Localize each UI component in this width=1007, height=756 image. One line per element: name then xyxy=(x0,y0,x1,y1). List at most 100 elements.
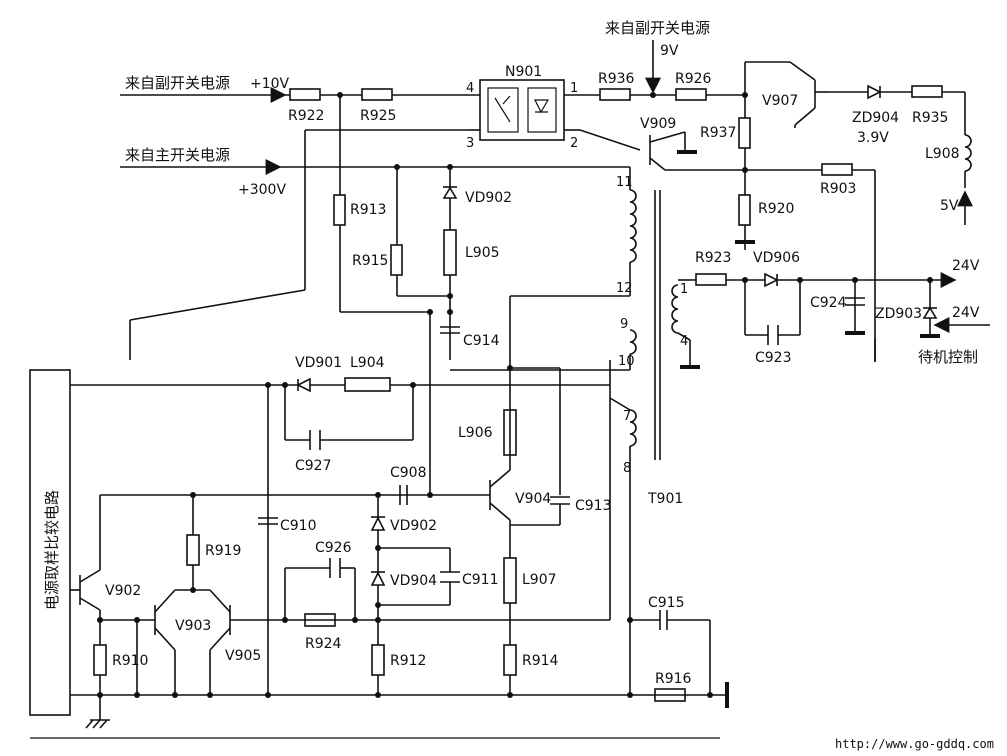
label-R916: R916 xyxy=(655,671,692,687)
label-ZD904: ZD904 xyxy=(852,110,899,126)
label-R926: R926 xyxy=(675,71,712,87)
resistor-R925 xyxy=(361,88,393,101)
top-rail xyxy=(120,87,480,103)
label-R925: R925 xyxy=(360,108,396,124)
label-VD906: VD906 xyxy=(753,250,800,266)
pin-t9: 9 xyxy=(620,317,628,332)
pin-4: 4 xyxy=(466,81,474,96)
label-C911: C911 xyxy=(462,572,499,588)
pin-t10: 10 xyxy=(618,354,635,369)
switch-transistor-area xyxy=(100,367,570,695)
inductor-L905 xyxy=(443,229,457,276)
label-aux-9v: 来自副开关电源 xyxy=(605,19,710,37)
label-10v: +10V xyxy=(250,76,290,92)
lower-diodes xyxy=(284,495,460,695)
label-R924: R924 xyxy=(305,636,342,652)
label-C927: C927 xyxy=(295,458,332,474)
label-V907: V907 xyxy=(762,93,798,109)
bottom-right xyxy=(70,610,729,708)
label-aux-10v: 来自副开关电源 xyxy=(125,74,230,92)
label-ZD903: ZD903 xyxy=(875,306,922,322)
resistor-R919 xyxy=(186,534,200,566)
resistor-R926 xyxy=(675,88,707,101)
label-N901: N901 xyxy=(505,64,542,80)
label-compare-block: 电源取样比较电路 xyxy=(43,490,61,610)
label-R919: R919 xyxy=(205,543,241,559)
label-R923: R923 xyxy=(695,250,731,266)
label-ZD904-v: 3.9V xyxy=(857,130,889,146)
label-L907: L907 xyxy=(522,572,557,588)
pin-s1: 1 xyxy=(680,282,688,297)
label-C913: C913 xyxy=(575,498,612,514)
pin-s4: 4 xyxy=(680,334,688,349)
label-C926: C926 xyxy=(315,540,352,556)
resistor-R915 xyxy=(390,244,403,276)
resistor-R903 xyxy=(821,163,853,176)
resistor-R935 xyxy=(911,85,943,98)
label-L905: L905 xyxy=(465,245,500,261)
pin-t7: 7 xyxy=(623,409,631,424)
resistor-R922 xyxy=(289,88,321,101)
label-C915: C915 xyxy=(648,595,685,611)
pin-3: 3 xyxy=(466,136,474,151)
label-C908: C908 xyxy=(390,465,427,481)
label-R915: R915 xyxy=(352,253,388,269)
resistor-R923 xyxy=(695,273,727,286)
label-5v: 5V xyxy=(940,198,959,214)
label-R912: R912 xyxy=(390,653,426,669)
right-top-circuit xyxy=(579,40,973,362)
pin-t12: 12 xyxy=(616,281,633,296)
label-V905: V905 xyxy=(225,648,261,664)
label-24v-b: 24V xyxy=(952,305,980,321)
label-R922: R922 xyxy=(288,108,324,124)
label-C924: C924 xyxy=(810,295,847,311)
pin-2: 2 xyxy=(570,136,578,151)
label-R920: R920 xyxy=(758,201,794,217)
label-R936: R936 xyxy=(598,71,635,87)
label-VD901: VD901 xyxy=(295,355,342,371)
label-L908: L908 xyxy=(925,146,960,162)
label-T901: T901 xyxy=(647,491,683,507)
label-C910: C910 xyxy=(280,518,317,534)
resistor-R913 xyxy=(333,194,346,226)
resistor-R914 xyxy=(503,644,517,676)
label-standby: 待机控制 xyxy=(918,348,978,366)
label-VD902-top: VD902 xyxy=(465,190,512,206)
label-L904: L904 xyxy=(350,355,385,371)
pin-t8: 8 xyxy=(623,461,631,476)
label-url: http://www.go-gddq.com xyxy=(835,737,994,751)
resistor-R910 xyxy=(93,644,107,676)
transformer-T901 xyxy=(450,167,990,620)
main-300v-line xyxy=(120,95,630,360)
compare-circuit-block xyxy=(29,369,71,716)
pin-1: 1 xyxy=(570,81,578,96)
label-main-src: 来自主开关电源 xyxy=(125,146,230,164)
label-V902: V902 xyxy=(105,583,141,599)
resistor-R912 xyxy=(371,644,385,676)
label-VD902-low: VD902 xyxy=(390,518,437,534)
pin-t11: 11 xyxy=(616,175,633,190)
optocoupler-N901 xyxy=(470,79,600,141)
label-V903: V903 xyxy=(175,618,211,634)
label-C914: C914 xyxy=(463,333,500,349)
label-V909: V909 xyxy=(640,116,676,132)
label-L906: L906 xyxy=(458,425,493,441)
inductor-L907 xyxy=(503,557,517,604)
label-9v: 9V xyxy=(660,43,679,59)
label-R935: R935 xyxy=(912,110,948,126)
label-R903: R903 xyxy=(820,181,856,197)
comparator-transistors xyxy=(70,495,610,729)
resistor-R936 xyxy=(599,88,631,101)
label-V904: V904 xyxy=(515,491,551,507)
resistor-R937 xyxy=(738,117,751,149)
label-VD904: VD904 xyxy=(390,573,437,589)
label-300v: +300V xyxy=(238,182,286,198)
mid-feedback-row xyxy=(70,312,610,695)
inductor-L908 xyxy=(964,134,972,172)
label-C923: C923 xyxy=(755,350,792,366)
label-R914: R914 xyxy=(522,653,559,669)
label-R913: R913 xyxy=(350,202,386,218)
inductor-L904 xyxy=(344,377,391,392)
label-R910: R910 xyxy=(112,653,148,669)
